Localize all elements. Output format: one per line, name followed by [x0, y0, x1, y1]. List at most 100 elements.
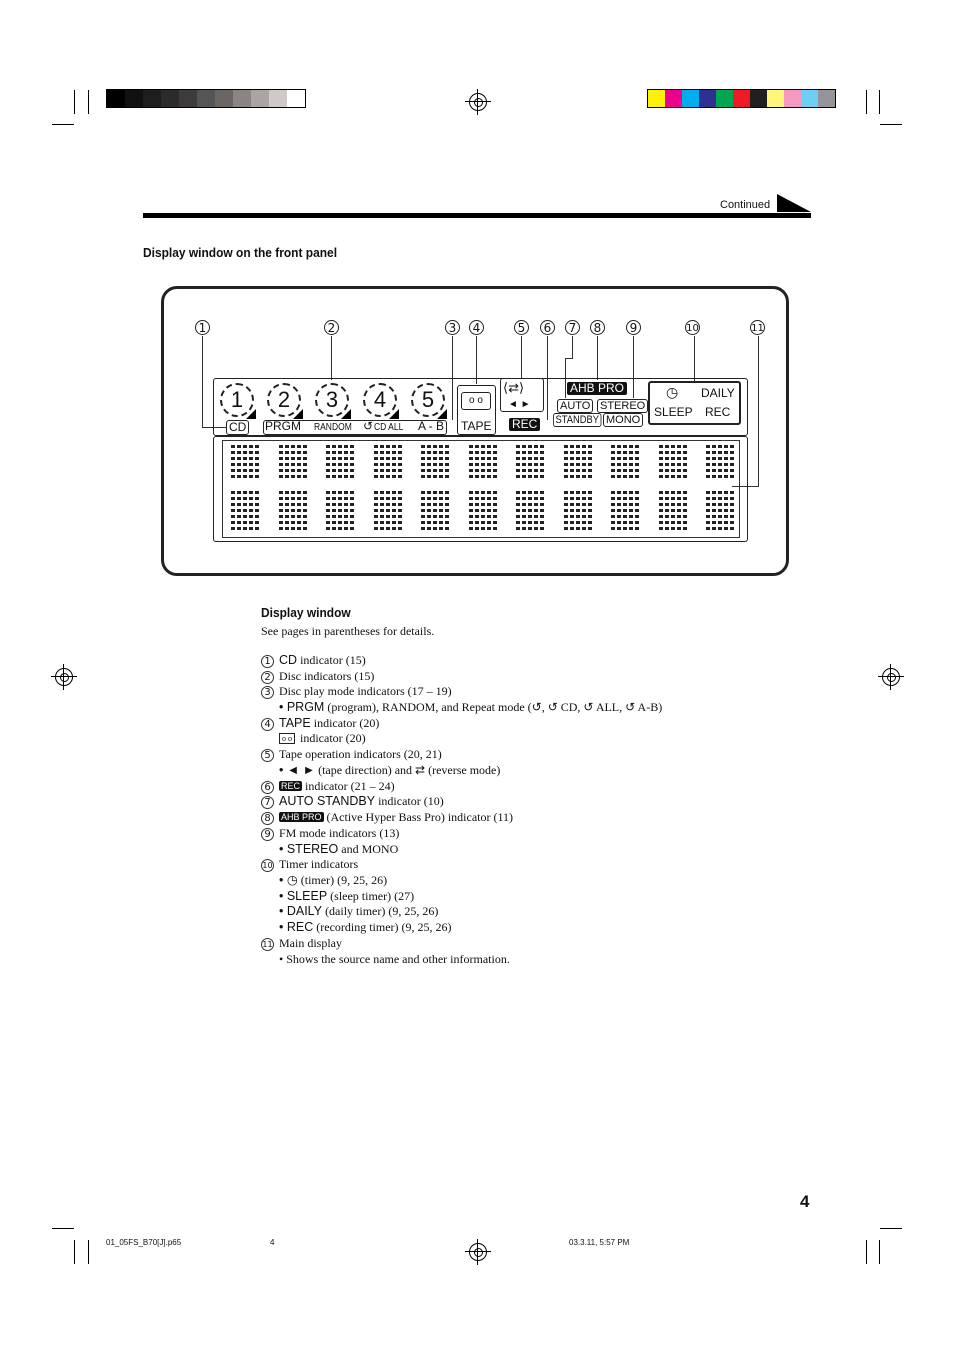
random-indicator: RANDOM — [314, 422, 352, 433]
leader-line — [694, 336, 695, 381]
display-character — [373, 491, 402, 531]
item-line: • PRGM (program), RANDOM, and Repeat mod… — [279, 700, 662, 715]
display-character — [611, 491, 639, 531]
item-text: Tape operation indicators (20, 21) — [279, 747, 442, 761]
callout-1: 1 — [195, 320, 210, 335]
item-term: • REC — [279, 920, 314, 934]
display-character — [278, 491, 307, 531]
crop-mark — [74, 90, 75, 114]
leader-line — [331, 336, 332, 380]
page-number: 4 — [800, 1192, 810, 1211]
item-number: 8 — [261, 812, 274, 825]
display-character — [468, 445, 497, 485]
item-line: • ◄ ► (tape direction) and ⇄ (reverse mo… — [279, 763, 500, 778]
crop-mark — [88, 1240, 89, 1264]
item-text: and MONO — [338, 842, 399, 856]
cassette-icon: o o — [461, 392, 491, 410]
callout-4: 4 — [469, 320, 484, 335]
callout-3: 3 — [445, 320, 460, 335]
grayscale-bar — [106, 89, 306, 108]
item-text: (Active Hyper Bass Pro) indicator (11) — [323, 810, 514, 824]
item-text: indicator (20) — [297, 731, 366, 745]
callout-7: 7 — [565, 320, 580, 335]
section-title: Display window on the front panel — [143, 245, 338, 260]
item-term: TAPE — [279, 716, 311, 730]
display-character — [421, 491, 449, 531]
display-character — [326, 445, 354, 485]
stereo-indicator: STEREO — [597, 399, 649, 413]
item-number: 10 — [261, 859, 274, 872]
item-line: Disc play mode indicators (17 – 19) — [279, 684, 452, 699]
ahb-pro-indicator: AHB PRO — [567, 382, 628, 395]
callout-2: 2 — [324, 320, 339, 335]
crop-mark — [52, 124, 74, 125]
item-text: (recording timer) (9, 25, 26) — [313, 920, 452, 934]
item-number: 6 — [261, 781, 274, 794]
item-text: (sleep timer) (27) — [327, 889, 415, 903]
cd-indicator: CD — [226, 420, 250, 435]
item-text: Main display — [279, 936, 342, 950]
display-character — [563, 445, 592, 485]
leader-line — [521, 336, 522, 378]
display-character — [278, 445, 307, 485]
display-character — [231, 445, 259, 485]
item-line: AUTO STANDBY indicator (10) — [279, 794, 444, 809]
registration-mark-icon — [51, 664, 77, 690]
cd-all-indicator: CD ALL — [374, 422, 404, 433]
item-number: 2 — [261, 671, 274, 684]
continued-label: Continued — [720, 199, 771, 211]
crop-mark — [879, 1240, 880, 1264]
item-number: 4 — [261, 718, 274, 731]
item-text: (timer) (9, 25, 26) — [297, 873, 388, 887]
item-number: 1 — [261, 655, 274, 668]
item-text: • Shows the source name and other inform… — [279, 952, 510, 966]
item-number: 3 — [261, 686, 274, 699]
item-term: • PRGM — [279, 700, 325, 714]
footer-file: 01_05FS_B70[J].p65 — [106, 1238, 182, 1247]
item-line: • REC (recording timer) (9, 25, 26) — [279, 920, 452, 935]
indicator-strip — [213, 378, 748, 436]
reverse-mode-icon: ⟨⇄⟩ — [503, 380, 525, 395]
ab-indicator: A - B — [418, 419, 445, 433]
display-character — [468, 491, 497, 531]
crop-mark — [74, 1240, 75, 1264]
display-character — [373, 445, 402, 485]
display-window-intro: See pages in parentheses for details. — [261, 624, 435, 638]
item-line: REC indicator (21 – 24) — [279, 779, 395, 794]
crop-mark — [866, 1240, 867, 1264]
item-text: Timer indicators — [279, 857, 359, 871]
display-character — [706, 491, 734, 531]
display-character — [611, 445, 639, 485]
item-text: (tape direction) and ⇄ (reverse mode) — [315, 763, 501, 777]
item-term: • SLEEP — [279, 889, 328, 903]
main-display — [213, 436, 748, 542]
item-term: AUTO STANDBY — [279, 794, 376, 808]
leader-line — [732, 486, 759, 487]
item-number: 7 — [261, 796, 274, 809]
crop-mark — [52, 1228, 74, 1229]
play-mode-frame — [263, 420, 447, 435]
item-text: Disc play mode indicators (17 – 19) — [279, 684, 452, 698]
item-text: indicator (21 – 24) — [302, 779, 395, 793]
item-term: • DAILY — [279, 904, 323, 918]
display-character — [516, 491, 544, 531]
item-line: Disc indicators (15) — [279, 669, 374, 684]
timer-clock-icon: ◷ — [666, 384, 679, 400]
item-text: indicator (20) — [310, 716, 380, 730]
item-number: 9 — [261, 828, 274, 841]
item-text: indicator (15) — [297, 653, 366, 667]
sleep-indicator: SLEEP — [654, 405, 693, 419]
item-line: Main display — [279, 936, 342, 951]
rec-indicator: REC — [509, 418, 541, 431]
item-term: • STEREO — [279, 842, 339, 856]
item-line: • Shows the source name and other inform… — [279, 952, 510, 967]
leader-line — [202, 427, 226, 428]
leader-line — [597, 336, 598, 380]
item-number: 5 — [261, 749, 274, 762]
standby-indicator: STANDBY — [553, 413, 602, 427]
display-window-title: Display window — [261, 605, 351, 620]
item-text: Disc indicators (15) — [279, 669, 375, 683]
footer-page: 4 — [270, 1238, 275, 1247]
item-line: • ◷ (timer) (9, 25, 26) — [279, 873, 387, 888]
header-rule — [143, 213, 811, 218]
